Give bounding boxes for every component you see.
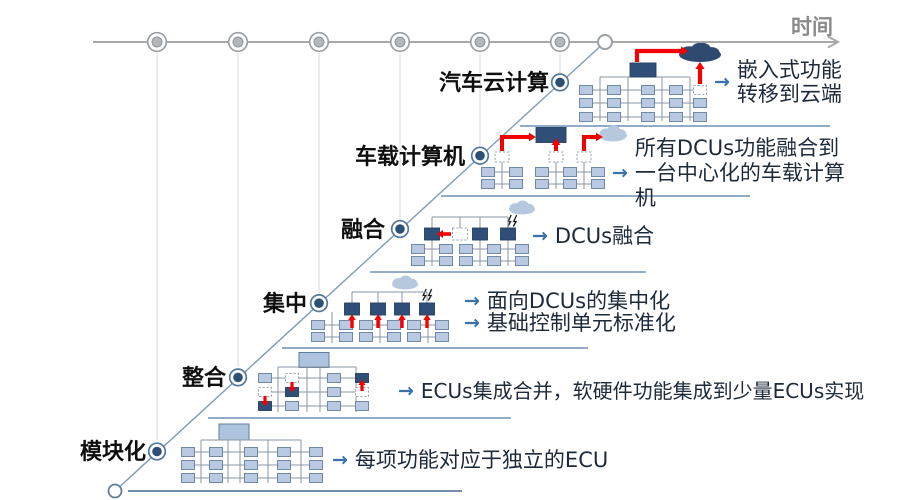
stage-diagram-onboard-computer <box>481 125 627 189</box>
arrow-icon: → <box>464 290 480 312</box>
stage-label-modularization: 模块化 <box>79 440 146 465</box>
stage-diagram-modularization <box>181 423 323 483</box>
stage-label-integration: 整合 <box>181 366 226 391</box>
arrow-icon: → <box>398 380 414 402</box>
timeline-axis <box>93 31 841 53</box>
time-axis-label: 时间 <box>791 15 833 39</box>
stage-label-fusion: 融合 <box>340 218 385 243</box>
stage-diagram-cloud-computing <box>579 42 721 122</box>
annotation-fusion: → DCUs融合 <box>532 224 654 249</box>
timeline-connectors <box>156 53 561 440</box>
annotation-centralization-1: → 面向DCUs的集中化 <box>464 290 670 312</box>
stage-diagram-centralization <box>311 275 449 343</box>
arrow-icon: → <box>532 225 548 247</box>
arrow-icon: → <box>714 70 730 93</box>
arrow-icon: → <box>464 312 480 334</box>
row-separators <box>128 125 830 492</box>
annotation-text: 所有DCUs功能融合到一台中心化的车载计算机 <box>634 136 845 210</box>
stage-diagram-fusion <box>411 200 535 266</box>
annotation-text: ECUs集成合并，软硬件功能集成到少量ECUs实现 <box>420 379 865 403</box>
annotation-centralization-2: → 基础控制单元标准化 <box>464 312 676 334</box>
stage-label-cloud-computing: 汽车云计算 <box>438 71 549 96</box>
milestone-dots <box>147 73 570 461</box>
annotation-integration: → ECUs集成合并，软硬件功能集成到少量ECUs实现 <box>398 379 864 404</box>
annotation-text: 基础控制单元标准化 <box>486 311 676 335</box>
arrow-icon: → <box>332 449 348 471</box>
annotation-text: DCUs融合 <box>554 224 655 248</box>
annotation-cloud-computing: → 嵌入式功能转移到云端 <box>714 58 853 106</box>
annotation-modularization: → 每项功能对应于独立的ECU <box>332 448 608 473</box>
evolution-diagonal <box>107 41 606 499</box>
stage-label-onboard-computer: 车载计算机 <box>354 145 465 170</box>
stage-label-centralization: 集中 <box>262 292 307 317</box>
arrow-icon: → <box>612 162 628 184</box>
stage-diagram-integration <box>258 352 369 412</box>
annotation-onboard-computer: → 所有DCUs功能融合到一台中心化的车载计算机 <box>612 136 859 211</box>
annotation-text: 嵌入式功能转移到云端 <box>736 58 842 106</box>
annotation-text: 每项功能对应于独立的ECU <box>354 448 609 472</box>
annotation-text: 面向DCUs的集中化 <box>486 289 671 313</box>
